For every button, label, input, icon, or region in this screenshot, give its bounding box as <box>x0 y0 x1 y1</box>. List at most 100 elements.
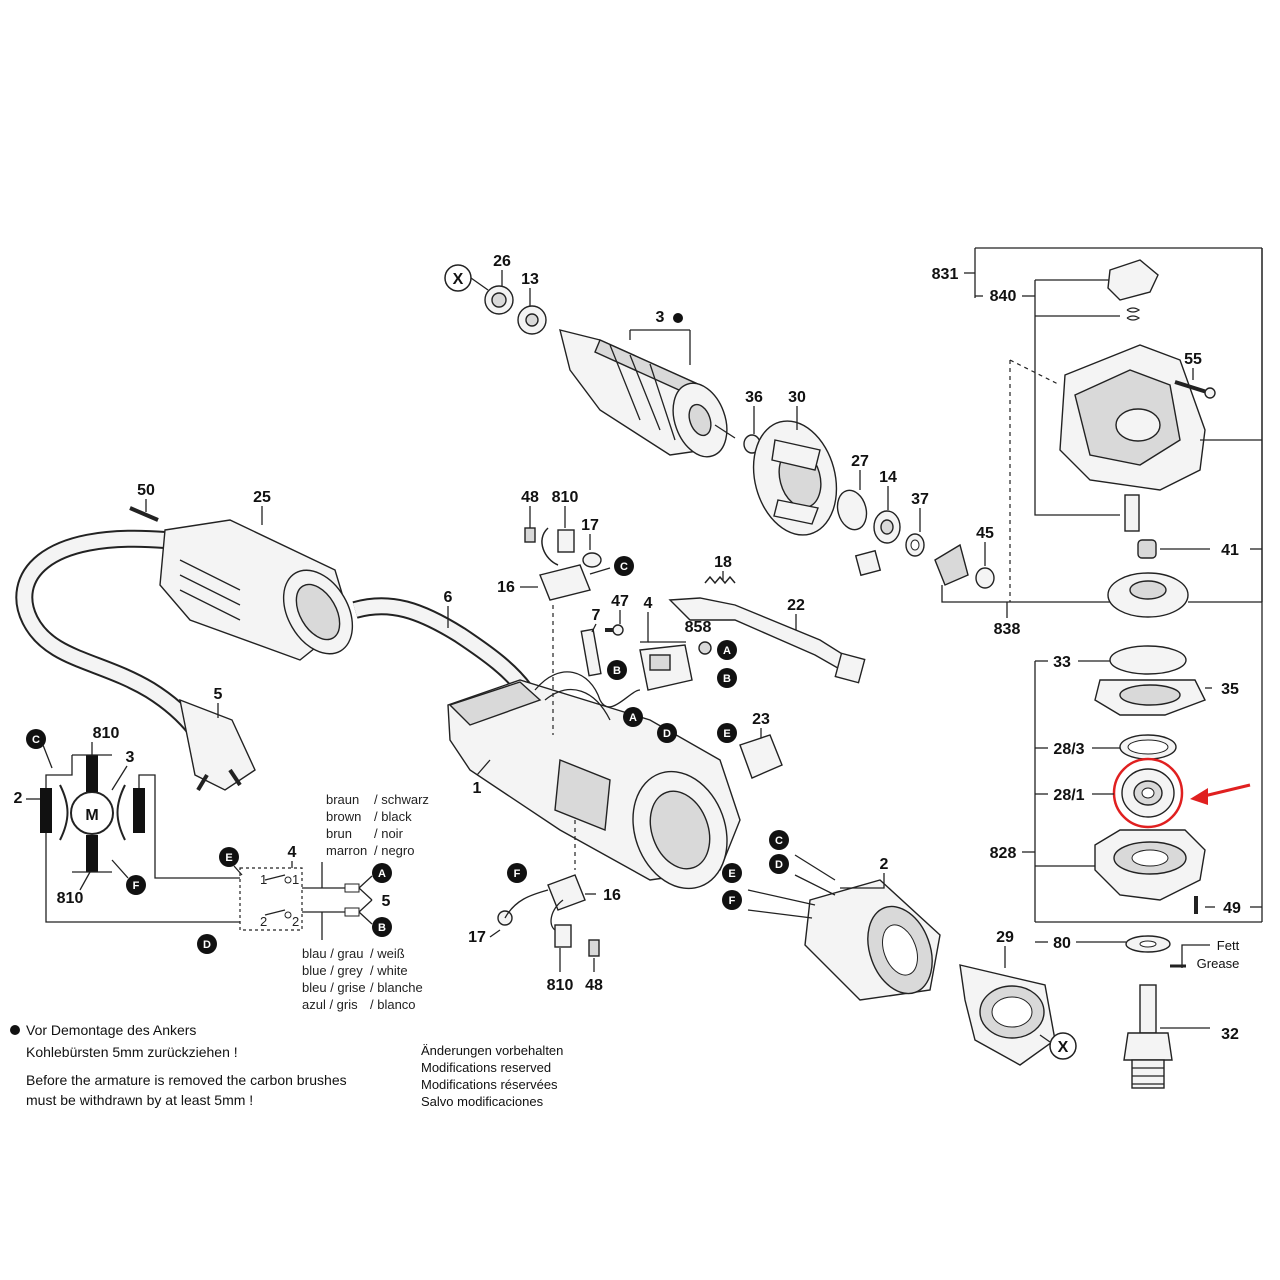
part-label-1: 1 <box>473 780 482 797</box>
note-bullet-icon <box>10 1025 20 1035</box>
part-label-25: 25 <box>253 489 271 506</box>
badge-d-lower: D <box>775 859 783 871</box>
part-label-41: 41 <box>1221 542 1239 559</box>
part-label-840: 840 <box>990 288 1017 305</box>
part-label-6: 6 <box>444 589 453 606</box>
part-label-838: 838 <box>994 621 1021 638</box>
part-label-831: 831 <box>932 266 959 283</box>
part-3-armature-shape <box>559 329 736 458</box>
part-label-16-bottom: 16 <box>603 887 621 904</box>
svg-text:braun/ schwarz: braun / schwarz <box>326 792 429 807</box>
part-label-27: 27 <box>851 453 869 470</box>
schematic-brush-right <box>133 788 145 833</box>
part-label-3: 3 <box>656 309 665 326</box>
wiring-schematic: C 810 3 2 M 810 F 1 1 2 2 <box>14 725 429 1012</box>
note-mod-fr: Modifications réservées <box>421 1077 558 1092</box>
wire-color-top-1a: brown <box>326 809 361 824</box>
switch-brush-group: 48 810 17 16 7 47 4 858 18 <box>468 489 866 994</box>
badge-b-mid: B <box>613 665 621 677</box>
part-16-brushholder-lower-shape <box>547 874 586 911</box>
part-label-50: 50 <box>137 482 155 499</box>
badge-c-lower: C <box>775 835 783 847</box>
schematic-badge-d: D <box>203 939 211 951</box>
part-810-brush-shape <box>554 924 572 948</box>
wire-color-top-0a: braun <box>326 792 359 807</box>
part-25-cover-shape <box>159 519 354 661</box>
schematic-badge-a: A <box>378 868 386 880</box>
schematic-badge-c: C <box>32 734 40 746</box>
part-label-810-top: 810 <box>552 489 579 506</box>
note-mod-es: Salvo modificaciones <box>421 1094 544 1109</box>
badge-b-right: B <box>723 673 731 685</box>
notes: Vor Demontage des Ankers Kohlebürsten 5m… <box>10 1022 563 1109</box>
badge-a-mid: A <box>629 712 637 724</box>
dot-icon <box>673 313 683 323</box>
wire-color-bot-0a: blau / grau <box>302 946 363 961</box>
part-label-48-bottom: 48 <box>585 977 603 994</box>
part-30-fan-shape <box>752 420 838 536</box>
part-32-spindle-shape <box>1123 984 1173 1089</box>
armature-group: X 26 13 3 36 <box>444 253 1110 638</box>
wire-color-top-2a: brun <box>326 826 352 841</box>
schematic-terminal-1a: 1 <box>260 872 267 887</box>
wire-color-top-1b: / black <box>374 809 412 824</box>
part-label-45: 45 <box>976 525 994 542</box>
marker-x-label: X <box>453 271 464 288</box>
wire-color-bot-2a: bleu / grise <box>302 980 366 995</box>
schematic-label-3: 3 <box>126 749 135 766</box>
schematic-badge-f: F <box>133 880 140 892</box>
part-label-49: 49 <box>1223 900 1241 917</box>
svg-text:blue / grey/ white: blue / grey / white <box>302 963 408 978</box>
part-label-26: 26 <box>493 253 511 270</box>
part-5-plug-shape <box>179 698 256 791</box>
stator-guard-group: 2 29 X <box>747 854 1077 1066</box>
part-label-32: 32 <box>1221 1026 1239 1043</box>
wire-colors-bottom: blau / grau / weiß blue / grey / white ble… <box>302 946 423 1012</box>
badge-a-right: A <box>723 645 731 657</box>
note-en-line2: must be withdrawn by at least 5mm ! <box>26 1092 253 1108</box>
schematic-terminal-2b: 2 <box>292 914 299 929</box>
schematic-label-810-bottom: 810 <box>57 890 84 907</box>
schematic-label-4: 4 <box>288 844 297 861</box>
svg-text:brown/ black: brown / black <box>326 809 412 824</box>
wire-color-top-0b: / schwarz <box>374 792 429 807</box>
part-label-17-bottom: 17 <box>468 929 486 946</box>
badge-e-lower: E <box>728 868 735 880</box>
schematic-brush-left <box>40 788 52 833</box>
wire-color-bot-3b: / blanco <box>370 997 416 1012</box>
part-label-28-1: 28/1 <box>1053 787 1084 804</box>
part-label-36: 36 <box>745 389 763 406</box>
part-22-lever-shape <box>668 597 866 684</box>
part-label-37: 37 <box>911 491 929 508</box>
part-label-4-top: 4 <box>644 595 653 612</box>
schematic-badge-e: E <box>225 852 232 864</box>
part-label-28-3: 28/3 <box>1053 741 1084 758</box>
part-23-cover-shape <box>739 734 783 779</box>
wire-color-top-3b: / negro <box>374 843 414 858</box>
wire-color-bot-3a: azul / gris <box>302 997 358 1012</box>
schematic-terminal-2a: 2 <box>260 914 267 929</box>
schematic-terminal-1b: 1 <box>292 872 299 887</box>
gear-housing-shape <box>1059 344 1206 532</box>
marker-x-bottom-label: X <box>1058 1039 1069 1056</box>
svg-text:marron/ negro: marron/ negro <box>326 843 414 858</box>
wire-color-bot-1a: blue / grey <box>302 963 363 978</box>
part-label-48-top: 48 <box>521 489 539 506</box>
note-de-line2: Kohlebürsten 5mm zurückziehen ! <box>26 1044 238 1060</box>
part-16-brushholder-shape <box>539 564 591 601</box>
svg-text:azul / gris/ blanco: azul / gris / blanco <box>302 997 416 1012</box>
svg-text:blau / grau/ weiß: blau / grau / weiß <box>302 946 405 961</box>
schematic-badge-b: B <box>378 922 386 934</box>
wire-color-bot-1b: / white <box>370 963 408 978</box>
grease-label-en: Grease <box>1197 956 1240 971</box>
part-1-housing-shape <box>447 679 741 890</box>
badge-d-mid: D <box>663 728 671 740</box>
schematic-label-810-top: 810 <box>93 725 120 742</box>
marker-x-bottom <box>1049 1032 1077 1060</box>
note-mod-de: Änderungen vorbehalten <box>421 1043 563 1058</box>
wire-color-bot-0b: / weiß <box>370 946 405 961</box>
svg-text:bleu / grise/ blanche: bleu / grise/ blanche <box>302 980 423 995</box>
part-label-23: 23 <box>752 711 770 728</box>
wire-color-top-2b: / noir <box>374 826 404 841</box>
